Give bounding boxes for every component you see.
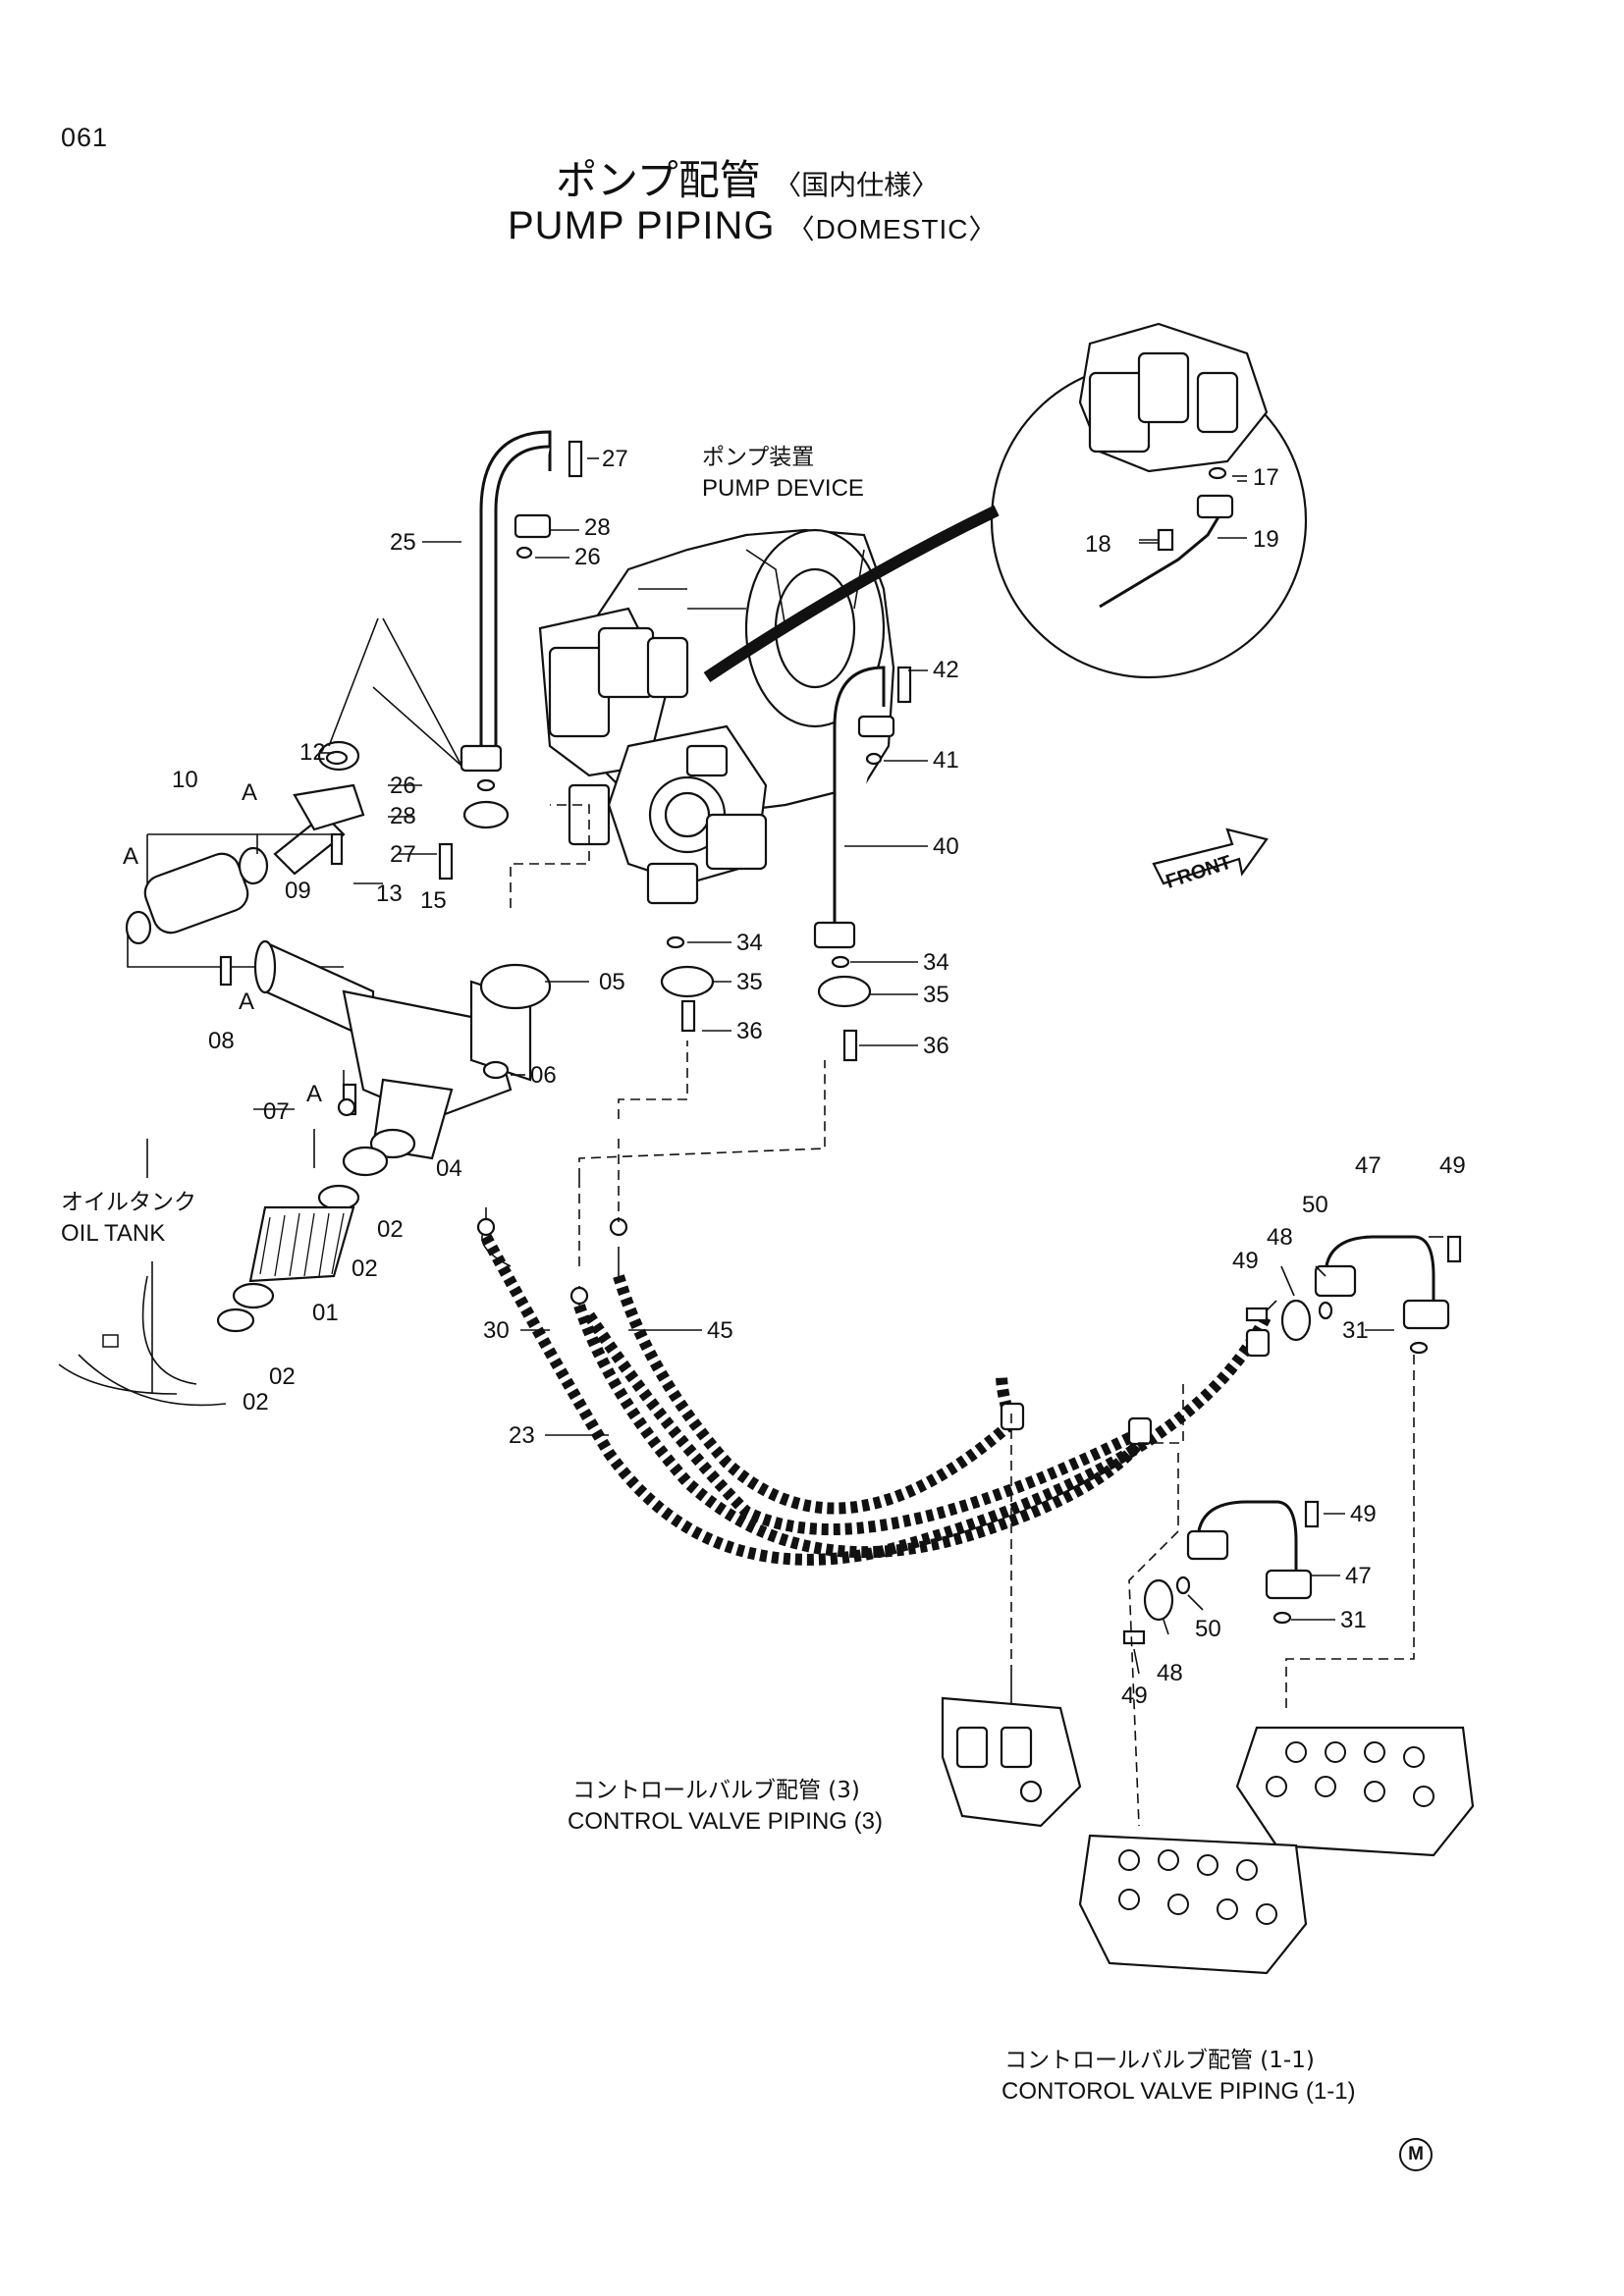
title-ja-sub: 〈国内仕様〉 bbox=[774, 169, 940, 201]
detail-circle bbox=[703, 322, 1308, 682]
title-en-sub: 〈DOMESTIC〉 bbox=[786, 214, 998, 244]
pump-device-drawing bbox=[538, 528, 895, 905]
callout-05: 05 bbox=[599, 969, 625, 995]
callout-26a: 26 bbox=[574, 544, 601, 570]
callout-48b: 48 bbox=[1157, 1660, 1183, 1686]
callout-17: 17 bbox=[1253, 464, 1279, 491]
callout-27b: 27 bbox=[390, 841, 416, 868]
oil-tank-label-ja: オイルタンク bbox=[61, 1190, 196, 1215]
callout-34a: 34 bbox=[736, 930, 763, 956]
cv11-label-en: CONTOROL VALVE PIPING (1-1) bbox=[1001, 2078, 1356, 2105]
callout-02d: 02 bbox=[243, 1389, 269, 1415]
hose-group bbox=[78, 1146, 389, 1407]
callout-01: 01 bbox=[312, 1300, 339, 1326]
oil-tank-label-en: OIL TANK bbox=[61, 1220, 165, 1247]
callout-31b: 31 bbox=[1340, 1607, 1367, 1633]
title-en-main: PUMP PIPING bbox=[508, 204, 776, 247]
callout-28a: 28 bbox=[584, 514, 611, 541]
callout-numbers: 27 28 26 25 12 10 A A 09 13 26 28 27 15 … bbox=[123, 446, 1466, 1709]
callout-13: 13 bbox=[376, 881, 403, 907]
callout-49d: 49 bbox=[1121, 1682, 1148, 1709]
callout-26b: 26 bbox=[390, 773, 416, 799]
cv3-label-ja: コントロールバルブ配管 (3) bbox=[572, 1778, 860, 1803]
suction-group bbox=[125, 740, 365, 968]
flange-40 bbox=[813, 921, 856, 949]
oring-26a bbox=[515, 546, 533, 560]
callout-09: 09 bbox=[285, 878, 311, 904]
callout-25: 25 bbox=[390, 529, 416, 556]
pipe-47-bottom bbox=[1122, 1500, 1320, 1645]
control-valve-3-drawing bbox=[941, 1669, 1082, 1828]
flange-25 bbox=[460, 744, 503, 773]
bolt-42 bbox=[896, 666, 912, 704]
callout-02a: 02 bbox=[377, 1216, 404, 1243]
pipe-25-inner bbox=[494, 445, 551, 746]
callout-48a: 48 bbox=[1267, 1224, 1293, 1251]
flange-41 bbox=[857, 715, 895, 738]
leader-lines bbox=[253, 457, 1443, 1827]
callout-30: 30 bbox=[483, 1317, 510, 1344]
callout-36b: 36 bbox=[923, 1033, 949, 1059]
callout-12: 12 bbox=[299, 739, 326, 766]
callout-28b: 28 bbox=[390, 803, 416, 829]
callout-50b: 50 bbox=[1195, 1616, 1221, 1642]
callout-a-3: A bbox=[239, 988, 254, 1015]
control-valve-1-1-drawing bbox=[1078, 1726, 1475, 1975]
circled-m-mark: M bbox=[1399, 2138, 1433, 2171]
callout-50a: 50 bbox=[1302, 1192, 1328, 1218]
flange-28a bbox=[514, 513, 552, 539]
pipe-40-drawing bbox=[833, 666, 886, 923]
callout-19: 19 bbox=[1253, 526, 1279, 553]
callout-10: 10 bbox=[172, 767, 198, 793]
front-arrow: FRONT bbox=[1152, 828, 1269, 893]
callout-35b: 35 bbox=[923, 982, 949, 1008]
cv11-label-ja: コントロールバルブ配管 (1-1) bbox=[1004, 2048, 1315, 2073]
callout-31a: 31 bbox=[1342, 1317, 1369, 1344]
page-title-en: PUMP PIPING 〈DOMESTIC〉 bbox=[508, 204, 997, 248]
pump-device-label-ja: ポンプ装置 bbox=[702, 445, 814, 470]
callout-49c: 49 bbox=[1350, 1501, 1377, 1527]
callout-49b: 49 bbox=[1232, 1248, 1259, 1274]
cv3-label-en: CONTROL VALVE PIPING (3) bbox=[568, 1808, 883, 1835]
text-labels: ポンプ装置 PUMP DEVICE オイルタンク OIL TANK コントロール… bbox=[61, 445, 1356, 2105]
callout-47a: 47 bbox=[1355, 1152, 1381, 1179]
callout-07: 07 bbox=[263, 1098, 290, 1125]
oil-tank-drawing bbox=[58, 1139, 178, 1395]
callout-42: 42 bbox=[933, 657, 959, 683]
bolt-27a bbox=[568, 440, 583, 478]
suction-pipe-group bbox=[219, 939, 552, 1160]
callout-41: 41 bbox=[933, 747, 959, 774]
callout-02c: 02 bbox=[269, 1363, 296, 1390]
callout-47b: 47 bbox=[1345, 1563, 1372, 1589]
callout-06: 06 bbox=[530, 1062, 557, 1089]
callout-27a: 27 bbox=[602, 446, 628, 472]
callout-49a: 49 bbox=[1439, 1152, 1466, 1179]
callout-08: 08 bbox=[208, 1028, 235, 1054]
oring-41 bbox=[865, 752, 883, 766]
callout-34b: 34 bbox=[923, 949, 949, 976]
callout-45: 45 bbox=[707, 1317, 733, 1344]
callout-02b: 02 bbox=[352, 1255, 378, 1282]
callout-40: 40 bbox=[933, 833, 959, 860]
callout-a-1: A bbox=[242, 779, 257, 806]
callout-23: 23 bbox=[509, 1422, 535, 1449]
hose-assembly bbox=[476, 1207, 1272, 1566]
callout-a-4: A bbox=[306, 1081, 322, 1107]
pipe-47-top bbox=[1245, 1235, 1462, 1355]
callout-36a: 36 bbox=[736, 1018, 763, 1044]
callout-18: 18 bbox=[1085, 531, 1111, 558]
callout-04: 04 bbox=[436, 1155, 462, 1182]
title-ja-main: ポンプ配管 bbox=[556, 156, 761, 204]
page-title-ja: ポンプ配管 〈国内仕様〉 bbox=[556, 147, 939, 207]
pump-device-label-en: PUMP DEVICE bbox=[702, 475, 864, 502]
callout-a-2: A bbox=[123, 843, 138, 870]
callout-35a: 35 bbox=[736, 969, 763, 995]
callout-15: 15 bbox=[420, 887, 447, 914]
page-number: 061 bbox=[61, 123, 109, 152]
